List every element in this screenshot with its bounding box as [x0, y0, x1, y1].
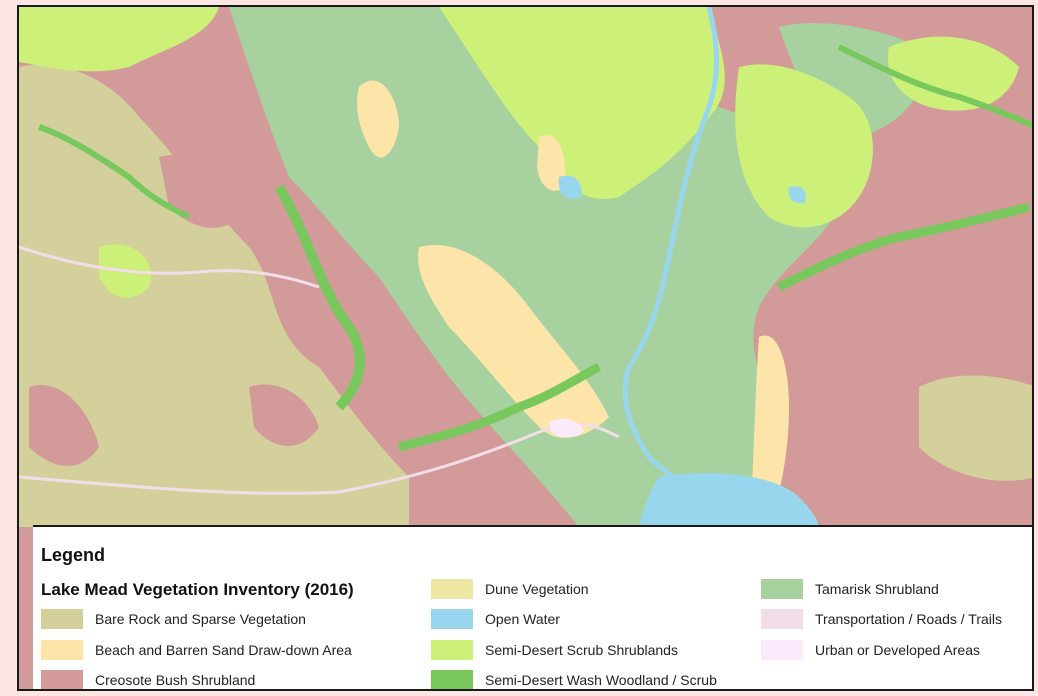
scrub-region: [439, 7, 725, 199]
legend-item-urban: Urban or Developed Areas: [761, 638, 980, 662]
legend-title: Legend: [41, 545, 106, 565]
scrub-region: [888, 36, 1019, 111]
legend-label: Semi-Desert Scrub Shrublands: [485, 642, 678, 658]
water-swatch-icon: [431, 609, 473, 629]
legend-item-wash: Semi-Desert Wash Woodland / Scrub: [431, 668, 717, 689]
legend-label: Open Water: [485, 611, 560, 627]
dune-swatch-icon: [431, 579, 473, 599]
map-frame[interactable]: Legend Lake Mead Vegetation Inventory (2…: [17, 5, 1034, 691]
beach-sand-region: [537, 135, 566, 191]
tamarisk-region: [779, 23, 925, 138]
creosote-swatch-icon: [41, 670, 83, 689]
river-channel: [622, 7, 720, 495]
scrub-region: [735, 64, 873, 228]
wash-woodland-region: [38, 124, 191, 220]
water-pond: [788, 186, 806, 204]
legend-label: Tamarisk Shrubland: [815, 581, 939, 597]
map-legend: Legend Lake Mead Vegetation Inventory (2…: [33, 525, 1032, 689]
water-pond: [558, 175, 582, 200]
beach-sand-swatch-icon: [41, 640, 83, 660]
legend-label: Bare Rock and Sparse Vegetation: [95, 611, 306, 627]
bare-rock-region: [919, 375, 1032, 481]
lake-region: [639, 473, 819, 527]
bare-rock-region: [19, 301, 269, 527]
legend-item-creosote: Creosote Bush Shrubland: [41, 668, 256, 689]
wash-woodland-region: [274, 184, 365, 411]
legend-label: Transportation / Roads / Trails: [815, 611, 1003, 627]
legend-label: Semi-Desert Wash Woodland / Scrub: [485, 672, 717, 688]
legend-item-beach-sand: Beach and Barren Sand Draw-down Area: [41, 638, 352, 662]
legend-label: Urban or Developed Areas: [815, 642, 980, 658]
vegetation-map[interactable]: [19, 7, 1034, 691]
legend-item-tamarisk: Tamarisk Shrubland: [761, 577, 939, 601]
legend-label: Creosote Bush Shrubland: [95, 672, 256, 688]
legend-item-bare-rock: Bare Rock and Sparse Vegetation: [41, 607, 306, 631]
wash-woodland-region: [837, 44, 1032, 129]
scrub-swatch-icon: [431, 640, 473, 660]
beach-sand-region: [357, 80, 399, 158]
road-line: [19, 245, 320, 289]
creosote-region: [249, 384, 319, 446]
wash-woodland-region: [397, 362, 602, 452]
bare-rock-swatch-icon: [41, 609, 83, 629]
scrub-region: [19, 7, 219, 72]
legend-subtitle: Lake Mead Vegetation Inventory (2016): [41, 580, 354, 599]
legend-item-roads: Transportation / Roads / Trails: [761, 607, 1002, 631]
urban-region: [549, 418, 584, 438]
tamarisk-swatch-icon: [761, 579, 803, 599]
urban-swatch-icon: [761, 640, 803, 660]
legend-item-water: Open Water: [431, 607, 560, 631]
legend-item-scrub: Semi-Desert Scrub Shrublands: [431, 638, 678, 662]
wash-swatch-icon: [431, 670, 473, 689]
legend-label: Dune Vegetation: [485, 581, 589, 597]
wash-woodland-region: [776, 202, 1031, 292]
legend-label: Beach and Barren Sand Draw-down Area: [95, 642, 352, 658]
legend-item-dune: Dune Vegetation: [431, 577, 589, 601]
creosote-region: [29, 385, 99, 466]
roads-swatch-icon: [761, 609, 803, 629]
